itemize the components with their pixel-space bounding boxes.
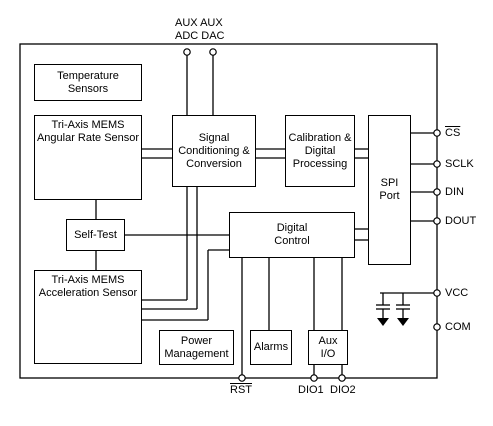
signal-conditioning-block: Signal Conditioning & Conversion: [172, 115, 256, 187]
pin-com: [433, 323, 441, 331]
signal-conditioning-label: Signal Conditioning & Conversion: [178, 131, 250, 170]
gyro-sensor-block: Tri-Axis MEMS Angular Rate Sensor: [34, 115, 142, 200]
pin-rst: [238, 374, 246, 382]
pin-sclk-label: SCLK: [445, 158, 474, 170]
temperature-sensors-label: Temperature Sensors: [57, 69, 119, 95]
chip-outline: [19, 43, 438, 379]
pin-dio2: [338, 374, 346, 382]
aux-label-line1: AUX AUX: [175, 17, 223, 29]
pin-din-label: DIN: [445, 186, 464, 198]
self-test-block: Self-Test: [66, 219, 125, 251]
alarms-label: Alarms: [253, 341, 289, 353]
digital-control-block: Digital Control: [229, 212, 355, 258]
alarms-block: Alarms: [250, 330, 292, 365]
accel-sensor-block: Tri-Axis MEMS Acceleration Sensor: [34, 270, 142, 364]
pin-vcc-label: VCC: [445, 287, 469, 299]
temperature-sensors-block: Temperature Sensors: [34, 64, 142, 101]
spi-port-block: SPI Port: [368, 115, 411, 265]
pin-com-label: COM: [445, 321, 471, 333]
aux-label-line2: ADC DAC: [175, 30, 225, 42]
aux-io-label: Aux I/O: [318, 334, 338, 360]
pin-dout-label: DOUT: [445, 215, 477, 227]
calibration-block: Calibration & Digital Processing: [285, 115, 355, 187]
pin-sclk: [433, 160, 441, 168]
power-management-block: Power Management: [159, 330, 234, 365]
ground-icon: [377, 318, 389, 326]
pin-dout: [433, 217, 441, 225]
power-management-label: Power Management: [164, 334, 229, 360]
accel-sensor-label: Tri-Axis MEMS Acceleration Sensor: [38, 274, 138, 299]
spi-port-label: SPI Port: [379, 177, 400, 202]
pin-dio2-label: DIO2: [330, 384, 356, 396]
ground-icon: [397, 318, 409, 326]
pin-dio1-label: DIO1: [298, 384, 324, 396]
gyro-sensor-label: Tri-Axis MEMS Angular Rate Sensor: [36, 119, 140, 144]
pin-cs: [433, 129, 441, 137]
digital-control-label: Digital Control: [274, 222, 310, 247]
pin-din: [433, 188, 441, 196]
pin-rst-label: RST: [230, 384, 252, 396]
pin-aux-adc: [183, 48, 191, 56]
self-test-label: Self-Test: [74, 228, 117, 241]
aux-io-block: Aux I/O: [308, 330, 348, 365]
pin-dio1: [310, 374, 318, 382]
pin-cs-label: CS: [445, 127, 461, 139]
pin-aux-dac: [209, 48, 217, 56]
pin-vcc: [433, 289, 441, 297]
calibration-label: Calibration & Digital Processing: [288, 131, 352, 170]
